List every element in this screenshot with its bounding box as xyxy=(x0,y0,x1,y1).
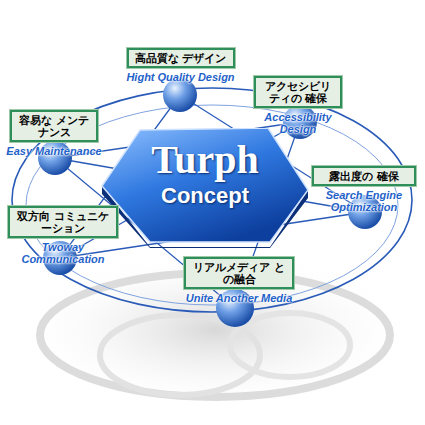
shadow-ring xyxy=(230,313,350,377)
shadow xyxy=(15,250,415,410)
japanese-label-box: アクセシビリティの 確保 xyxy=(254,76,342,108)
concept-node: アクセシビリティの 確保 Accessibility Design xyxy=(248,76,348,135)
concept-title: Turph xyxy=(100,140,310,180)
concept-plate: TurphConcept xyxy=(100,128,310,248)
japanese-label-box: リアルメディア との融合 xyxy=(184,257,294,289)
english-label: Twoway Communication xyxy=(4,241,122,265)
english-label: Easy Maintenance xyxy=(4,145,104,157)
concept-node: 容易な メンテナンス Easy Maintenance xyxy=(4,110,104,157)
japanese-label-box: 容易な メンテナンス xyxy=(10,110,98,142)
japanese-label-box: 双方向 コミュニケーション xyxy=(8,206,118,238)
concept-node: 双方向 コミュニケーション Twoway Communication xyxy=(4,206,122,265)
star-lines xyxy=(55,95,365,308)
concept-subtitle: Concept xyxy=(100,184,310,208)
japanese-label-box: 高品質な デザイン xyxy=(127,48,235,68)
english-label: Hight Quality Design xyxy=(118,71,243,83)
english-label: Unite Another Media xyxy=(180,292,298,304)
english-label: Search Engine Optimization xyxy=(308,189,420,213)
concept-node: 高品質な デザイン Hight Quality Design xyxy=(118,48,243,83)
concept-node: リアルメディア との融合 Unite Another Media xyxy=(180,257,298,304)
concept-node: 露出度の 確保 Search Engine Optimization xyxy=(308,166,420,213)
english-label: Accessibility Design xyxy=(248,111,348,135)
japanese-label-box: 露出度の 確保 xyxy=(312,166,416,186)
